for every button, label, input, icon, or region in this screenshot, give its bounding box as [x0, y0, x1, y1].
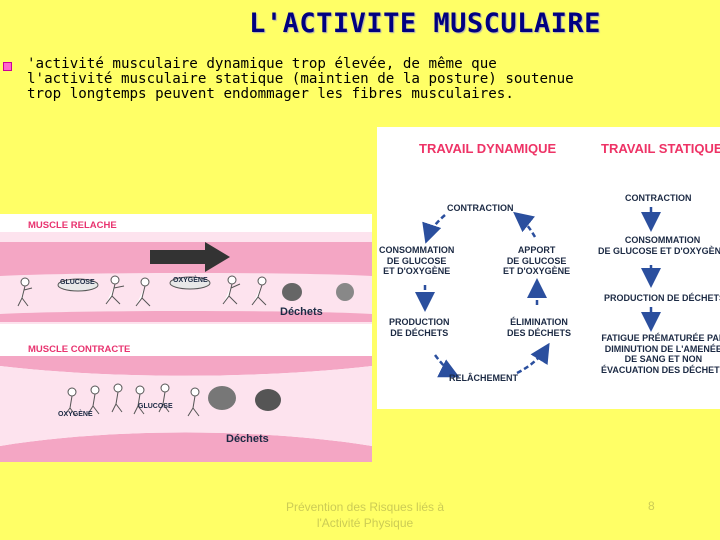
static-heading: TRAVAIL STATIQUE — [601, 141, 720, 156]
glucose-tag-relaxed: GLUCOSE — [60, 279, 95, 286]
dechets-label-contracted: Déchets — [226, 433, 269, 445]
waste-bag-3 — [208, 386, 236, 410]
relaxed-figures — [17, 275, 267, 307]
dynamic-contraction: CONTRACTION — [447, 203, 514, 213]
footer-line-2: l'Activité Physique — [316, 516, 414, 530]
bullet-line-3: trop longtemps peuvent endommager les fi… — [27, 86, 514, 102]
dynamic-apport: APPORT DE GLUCOSE ET D'OXYGÈNE — [503, 245, 571, 276]
oxygene-tag-contracted: OXYGÈNE — [58, 411, 93, 418]
bullet-text: 'activité musculaire dynamique trop élev… — [27, 57, 647, 102]
static-consommation: CONSOMMATION DE GLUCOSE ET D'OXYGÈNE — [598, 235, 720, 256]
dynamic-relachement: RELÂCHEMENT — [449, 373, 518, 383]
static-production: PRODUCTION DE DÉCHETS — [604, 293, 720, 303]
contracted-muscle-top — [0, 356, 372, 376]
dynamic-consommation: CONSOMMATION DE GLUCOSE ET D'OXYGÈNE — [379, 245, 455, 276]
muscle-contracte-label: MUSCLE CONTRACTE — [28, 344, 131, 355]
dynamic-elimination: ÉLIMINATION DES DÉCHETS — [507, 317, 572, 338]
bullet-line-1: 'activité musculaire dynamique trop élev… — [27, 56, 497, 72]
waste-bag-2 — [336, 283, 354, 301]
bullet-marker — [3, 62, 12, 71]
bullet-line-2: l'activité musculaire statique (maintien… — [27, 71, 574, 87]
muscle-work-figure: MUSCLE RELACHE MUSCLE CONTRACTE GLUCOSE … — [0, 127, 720, 462]
dechets-label-relaxed: Déchets — [280, 306, 323, 318]
oxygene-tag-relaxed: OXYGÈNE — [173, 277, 208, 284]
dynamic-production: PRODUCTION DE DÉCHETS — [389, 317, 450, 338]
dynamic-heading: TRAVAIL DYNAMIQUE — [419, 141, 557, 156]
contracted-figures — [63, 383, 200, 417]
work-flowchart: TRAVAIL DYNAMIQUE TRAVAIL STATIQUE CONTR… — [377, 127, 720, 409]
page-number: 8 — [648, 499, 655, 513]
glucose-tag-contracted: GLUCOSE — [138, 403, 173, 410]
footer-caption: Prévention des Risques liés à l'Activité… — [260, 499, 470, 531]
flow-arrow-shaft — [150, 250, 205, 264]
static-fatigue: FATIGUE PRÉMATURÉE PAR DIMINUTION DE L'A… — [601, 333, 720, 375]
muscle-illustration: MUSCLE RELACHE MUSCLE CONTRACTE GLUCOSE … — [0, 214, 372, 462]
flowchart-arrows — [415, 207, 661, 378]
static-contraction: CONTRACTION — [625, 193, 692, 203]
contracted-muscle-bottom — [0, 432, 372, 462]
page-title: L'ACTIVITE MUSCULAIRE — [249, 8, 601, 39]
footer-line-1: Prévention des Risques liés à — [285, 500, 445, 514]
muscle-relache-label: MUSCLE RELACHE — [28, 220, 117, 231]
dynamic-cycle-arrows — [415, 211, 550, 378]
waste-bag-4 — [255, 389, 281, 411]
muscle-illustration-drawing — [0, 232, 372, 462]
flow-arrow-head — [205, 242, 230, 272]
relaxed-muscle-bottom — [0, 311, 372, 322]
waste-bag-1 — [282, 283, 302, 301]
